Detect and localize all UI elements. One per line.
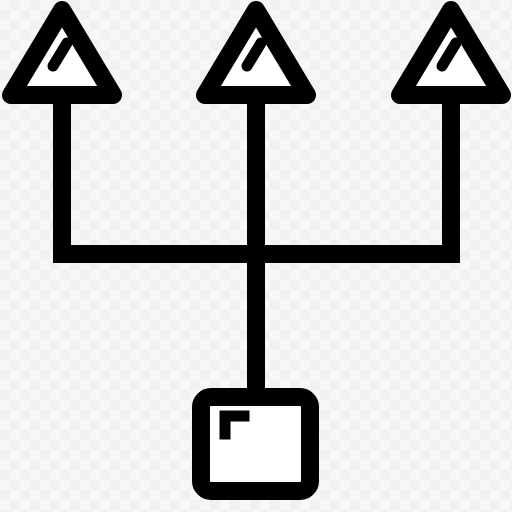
connector-lines xyxy=(53,98,460,395)
left-arrow-icon xyxy=(2,1,122,104)
right-arrow-icon xyxy=(391,1,511,104)
middle-arrow-icon xyxy=(196,1,316,104)
root-square-icon xyxy=(192,388,319,500)
